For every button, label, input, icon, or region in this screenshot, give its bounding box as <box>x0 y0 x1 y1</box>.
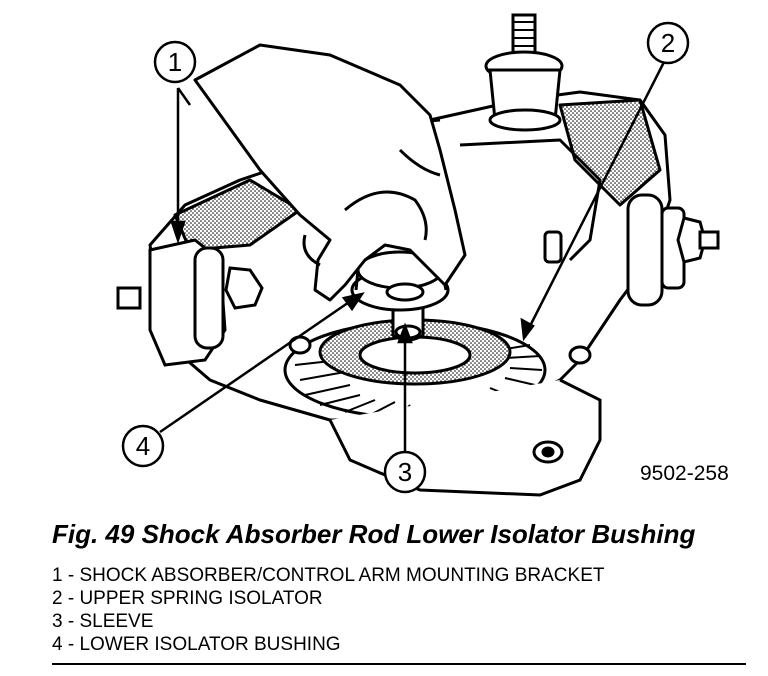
legend-list: 1 - SHOCK ABSORBER/CONTROL ARM MOUNTING … <box>52 564 604 656</box>
legend-item: 2 - UPPER SPRING ISOLATOR <box>52 588 323 609</box>
legend-item: 4 - LOWER ISOLATOR BUSHING <box>52 634 341 655</box>
callout-2: 2 <box>646 21 690 65</box>
svg-text:2: 2 <box>661 28 675 58</box>
svg-text:1: 1 <box>168 47 182 77</box>
spring-isolator <box>283 318 547 420</box>
legend-item: 3 - SLEEVE <box>52 611 154 632</box>
lower-isolator-bushing <box>350 250 450 312</box>
legend-item: 1 - SHOCK ABSORBER/CONTROL ARM MOUNTING … <box>52 565 605 586</box>
right-bushing <box>543 193 720 307</box>
technical-illustration: 1 2 3 4 <box>116 13 720 497</box>
svg-text:4: 4 <box>136 431 150 461</box>
left-bushing <box>116 238 264 367</box>
svg-text:3: 3 <box>398 457 412 487</box>
callout-4: 4 <box>121 424 165 468</box>
leader-lines <box>159 61 666 458</box>
hand <box>193 43 467 302</box>
callout-3: 3 <box>383 450 427 494</box>
callout-1: 1 <box>153 40 197 84</box>
figure-caption: Fig. 49 Shock Absorber Rod Lower Isolato… <box>52 519 696 549</box>
bottom-rule <box>52 663 746 665</box>
figure-code: 9502-258 <box>640 462 729 485</box>
ball-joint <box>484 13 564 132</box>
